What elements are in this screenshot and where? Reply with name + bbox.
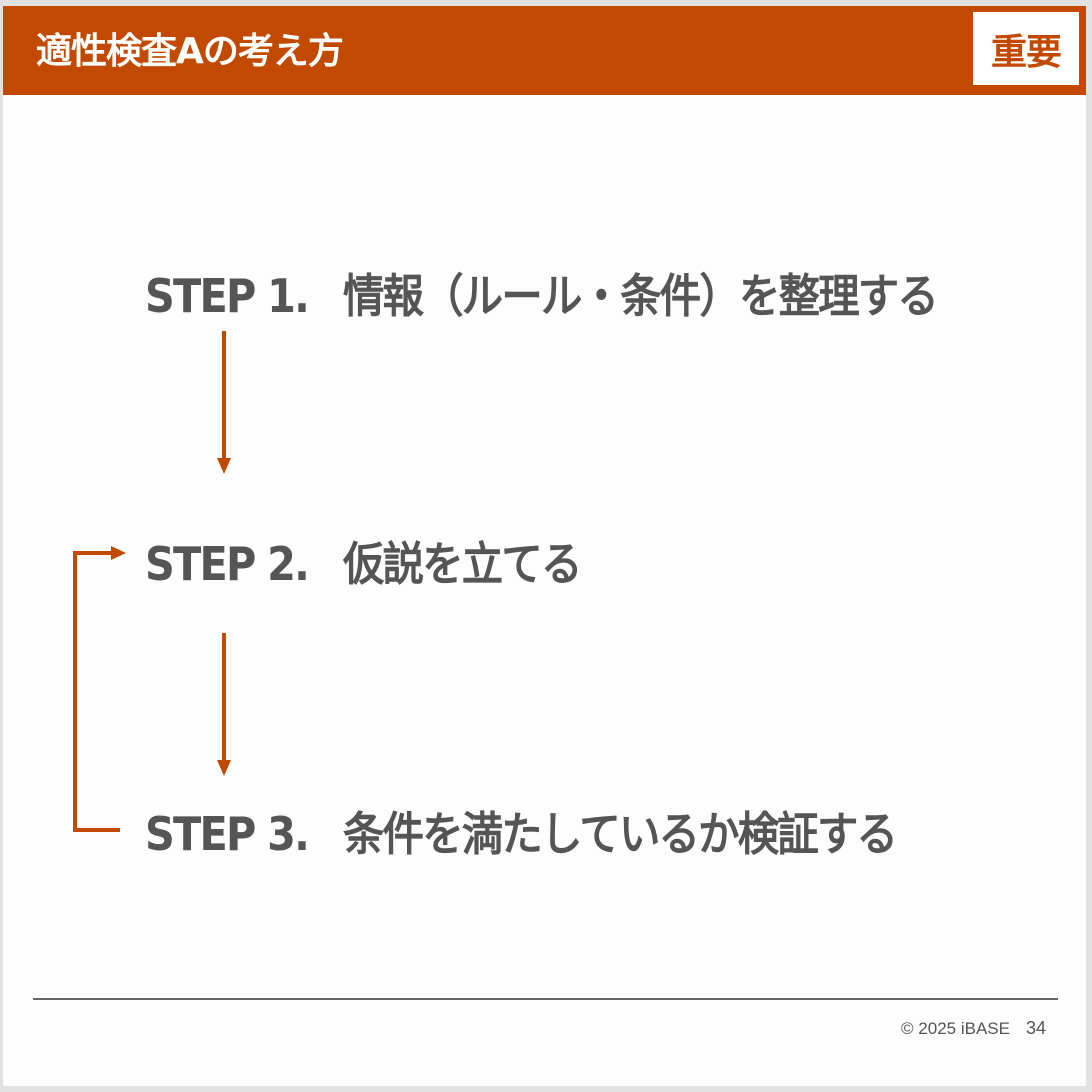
- slide: 適性検査Aの考え方 重要 STEP 1. 情報（ルール・条件）を整理する STEP…: [3, 6, 1086, 1086]
- step-1: STEP 1. 情報（ルール・条件）を整理する: [145, 260, 939, 326]
- footer-divider: [33, 998, 1058, 1000]
- step-2: STEP 2. 仮説を立てる: [145, 528, 582, 594]
- step-2-text: 仮説を立てる: [343, 537, 582, 591]
- arrow-down-icon: [217, 633, 231, 776]
- header-bar: 適性検査Aの考え方 重要: [3, 6, 1086, 95]
- badge-label: 重要: [990, 31, 1062, 73]
- step-1-label: STEP 1.: [145, 269, 310, 323]
- step-3-label: STEP 3.: [145, 807, 310, 861]
- step-1-text: 情報（ルール・条件）を整理する: [343, 269, 939, 323]
- slide-title: 適性検査Aの考え方: [36, 31, 344, 72]
- loop-back-arrow-icon: [73, 546, 126, 832]
- arrow-down-icon: [217, 331, 231, 474]
- important-badge: 重要: [973, 12, 1079, 85]
- page-number: 34: [1025, 1018, 1046, 1038]
- footer: © 2025 iBASE 34: [901, 1018, 1046, 1039]
- copyright: © 2025 iBASE: [901, 1019, 1010, 1038]
- step-2-label: STEP 2.: [145, 537, 310, 591]
- step-3-text: 条件を満たしているか検証する: [343, 807, 898, 861]
- step-3: STEP 3. 条件を満たしているか検証する: [145, 798, 898, 864]
- flow-arrows: [73, 331, 231, 832]
